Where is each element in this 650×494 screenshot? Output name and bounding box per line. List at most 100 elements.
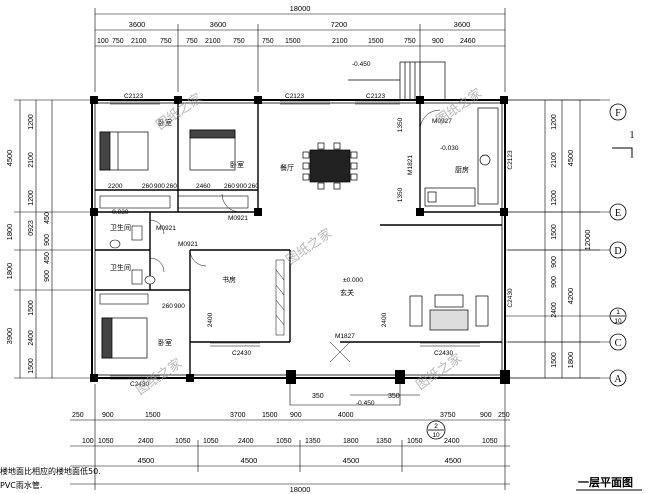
detail-ref-top: 2 [434,423,438,430]
room-label-study: 书房 [222,275,236,284]
top-sub-dim: 2100 [205,38,221,45]
bottom-terrace [289,384,420,406]
detail-ref-bot: 10 [432,432,440,439]
top-sub-dim: 750 [262,38,274,45]
door-tag-dining: M1821 [407,155,414,175]
bottom-dim: 900 [290,412,302,419]
room-label-bedroom3: 卧室 [158,338,172,347]
bottom-dim: 350 [388,393,400,400]
left-inner-dim: 1200 [28,190,35,206]
level-top: -0.450 [352,61,371,68]
interior-dim: 900 [174,303,185,310]
bed-icon [99,131,149,171]
left-dim-4: 3900 [5,328,14,345]
top-sub-dim: 1500 [285,38,301,45]
bottom-dims-row3: 4500 4500 4500 4500 [138,456,462,465]
left-inner-dim: 450 [44,252,51,264]
top-sub-dim: 750 [112,38,124,45]
kitchen-counter [424,107,499,207]
wardrobe [99,195,249,305]
bottom-dim: 250 [72,412,84,419]
right-inner-dim: 1500 [551,352,558,368]
left-inner-dim: 2400 [28,330,35,346]
left-inner-dim: 900 [44,234,51,246]
left-dim-2: 1800 [5,224,14,241]
door-tag-entry: M1827 [335,333,355,340]
interior-dim: 900 [154,183,165,190]
left-inner-dims: 1200 2100 1200 0923 450 900 450 900 1500… [28,114,51,374]
level-bath: -0.030 [110,209,129,216]
top-sub-dim: 2460 [460,38,476,45]
bottom-dim: 1050 [175,438,191,445]
bottom-dim: 1350 [305,438,321,445]
right-dim-2: 12000 [583,230,592,251]
section-mark-label: 1 [630,130,635,141]
interior-dim: 2400 [381,312,388,327]
room-label-dining: 餐厅 [280,163,294,172]
room-label-foyer: 玄关 [340,288,354,297]
left-inner-dim: 450 [44,212,51,224]
right-inner-dim: 900 [551,276,558,288]
interior-dim: 260 [162,303,173,310]
windows-bottom [110,342,480,380]
interior-dims: 2200 260 900 260 2460 260 900 260 260 90… [108,117,404,327]
top-sub-dim: 750 [404,38,416,45]
interior-dim: 260 [248,183,259,190]
bottom-dim: 4500 [241,456,258,465]
bottom-dim: 1050 [407,438,423,445]
right-inner-dim: 2400 [551,302,558,318]
bottom-dim: 900 [102,412,114,419]
axis-bubbles [609,103,627,387]
left-inner-dim: 2100 [28,152,35,168]
door-tag-bedroom: M0921 [228,215,248,222]
interior-dim: 260 [142,183,153,190]
bed-icon [101,317,148,359]
bottom-dim: 100 [82,438,94,445]
axis-label-sub-top: 1 [616,309,620,316]
interior-dim: 260 [224,183,235,190]
bottom-dim: 350 [312,393,324,400]
bottom-dim: 1050 [98,438,114,445]
top-dim-2: 3600 [210,20,227,29]
right-outer-dims: 4500 12000 4200 1800 [566,150,592,369]
bottom-dim: 250 [498,412,510,419]
dining-table-icon [302,142,358,190]
bottom-dim: 1800 [343,438,359,445]
top-dims-row2: 3600 3600 7200 3600 [129,20,471,29]
window-tag-right-c: C2430 [507,288,514,308]
bottom-dim: 1050 [482,438,498,445]
window-tag-right: C2123 [507,150,514,170]
bottom-dim: 1350 [376,438,392,445]
level-bottom: -0.450 [356,400,375,407]
bottom-dim: 4500 [343,456,360,465]
bottom-dim: 900 [480,412,492,419]
left-dim-1: 4500 [5,150,14,167]
right-inner-dim: 1500 [551,224,558,240]
windows-top [110,100,400,105]
display-cabinet [275,259,285,336]
top-dimension-lines [94,8,506,92]
axis-label-sub-bot: 10 [614,318,622,325]
bottom-dim: 4500 [138,456,155,465]
section-mark [612,147,633,158]
top-dim-3: 7200 [331,20,348,29]
bottom-dim: 4500 [445,456,462,465]
bottom-dim: 1500 [145,412,161,419]
interior-dim: 2460 [196,183,211,190]
right-dim-4: 1800 [566,352,575,369]
axis-lines [505,99,610,379]
bottom-dim: 2400 [138,438,154,445]
toilet-icon [109,225,156,285]
right-inner-dim: 2100 [551,152,558,168]
right-dim-1: 4500 [566,150,575,167]
door-tag-bath2: M0921 [178,241,198,248]
top-sub-dim: 750 [186,38,198,45]
exterior-walls [91,99,506,379]
axis-label-a: A [614,374,622,385]
interior-dim: 2200 [108,183,123,190]
window-tag-top-2: C2123 [285,93,305,100]
bottom-dim: 2400 [444,438,460,445]
note-line-2: PVC雨水管. [0,480,42,490]
bottom-dimension-lines [70,384,510,490]
